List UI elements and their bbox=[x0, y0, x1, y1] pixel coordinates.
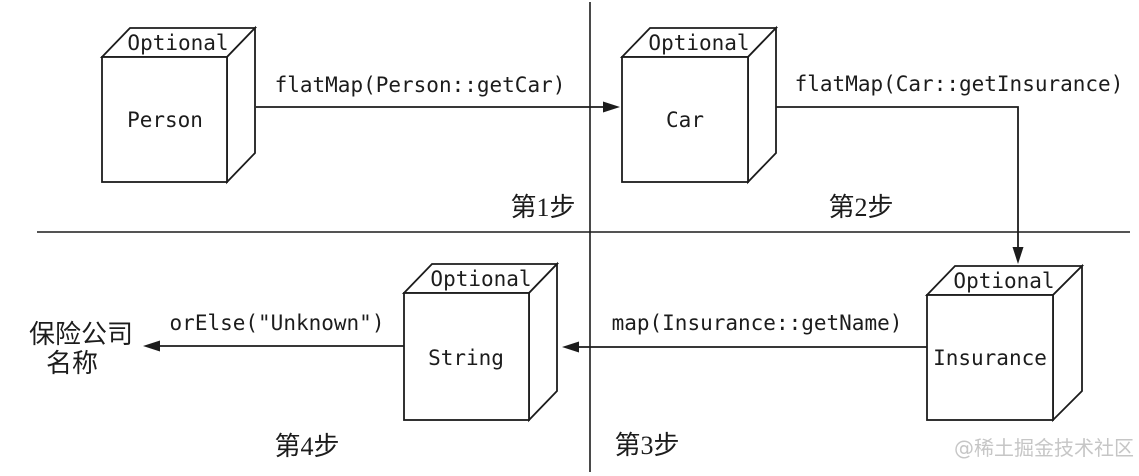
arrow-string-to-result-label: orElse("Unknown") bbox=[170, 311, 385, 335]
box-string-top-label: Optional bbox=[430, 267, 531, 291]
arrow-insurance-to-string: map(Insurance::getName) bbox=[562, 311, 927, 353]
box-optional-car: Optional Car bbox=[619, 25, 779, 185]
box-optional-person: Optional Person bbox=[99, 25, 258, 185]
step-2-label: 第2步 bbox=[828, 193, 893, 222]
step-4-label: 第4步 bbox=[274, 432, 339, 461]
arrow-car-to-insurance-label: flatMap(Car::getInsurance) bbox=[795, 72, 1124, 96]
box-optional-insurance: Optional Insurance bbox=[924, 263, 1085, 423]
box-string-front-face bbox=[403, 292, 530, 421]
arrow-car-to-insurance: flatMap(Car::getInsurance) bbox=[776, 72, 1123, 264]
box-car-front-face bbox=[621, 56, 749, 183]
box-insurance-front-label: Insurance bbox=[933, 346, 1047, 370]
box-string-right-face bbox=[528, 261, 558, 423]
box-car-front-label: Car bbox=[666, 108, 704, 132]
box-car-top-label: Optional bbox=[648, 31, 749, 55]
box-string-front-label: String bbox=[428, 346, 504, 370]
arrow-car-to-insurance-line bbox=[776, 106, 1019, 249]
arrow-person-to-car-label: flatMap(Person::getCar) bbox=[275, 73, 566, 97]
arrow-insurance-to-string-label: map(Insurance::getName) bbox=[612, 311, 903, 335]
result-text: 保险公司 名称 bbox=[29, 320, 133, 378]
arrow-string-to-result: orElse("Unknown") bbox=[143, 311, 404, 352]
box-person-front-label: Person bbox=[127, 108, 203, 132]
arrow-string-to-result-head-icon bbox=[143, 340, 160, 352]
step-1-label: 第1步 bbox=[510, 193, 575, 222]
step-3-label: 第3步 bbox=[614, 431, 679, 460]
arrow-person-to-car: flatMap(Person::getCar) bbox=[256, 73, 620, 113]
box-person-top-label: Optional bbox=[127, 31, 228, 55]
result-text-line2: 名称 bbox=[46, 349, 98, 378]
watermark-text: @稀土掘金技术社区 bbox=[954, 436, 1134, 460]
box-insurance-top-label: Optional bbox=[953, 269, 1054, 293]
arrow-car-to-insurance-head-icon bbox=[1012, 247, 1024, 264]
result-text-line1: 保险公司 bbox=[29, 320, 133, 349]
box-insurance-front-face bbox=[926, 294, 1054, 421]
box-person-front-face bbox=[101, 56, 228, 183]
arrow-person-to-car-head-icon bbox=[603, 101, 620, 113]
arrow-insurance-to-string-head-icon bbox=[562, 341, 579, 353]
box-optional-string: Optional String bbox=[401, 261, 560, 423]
